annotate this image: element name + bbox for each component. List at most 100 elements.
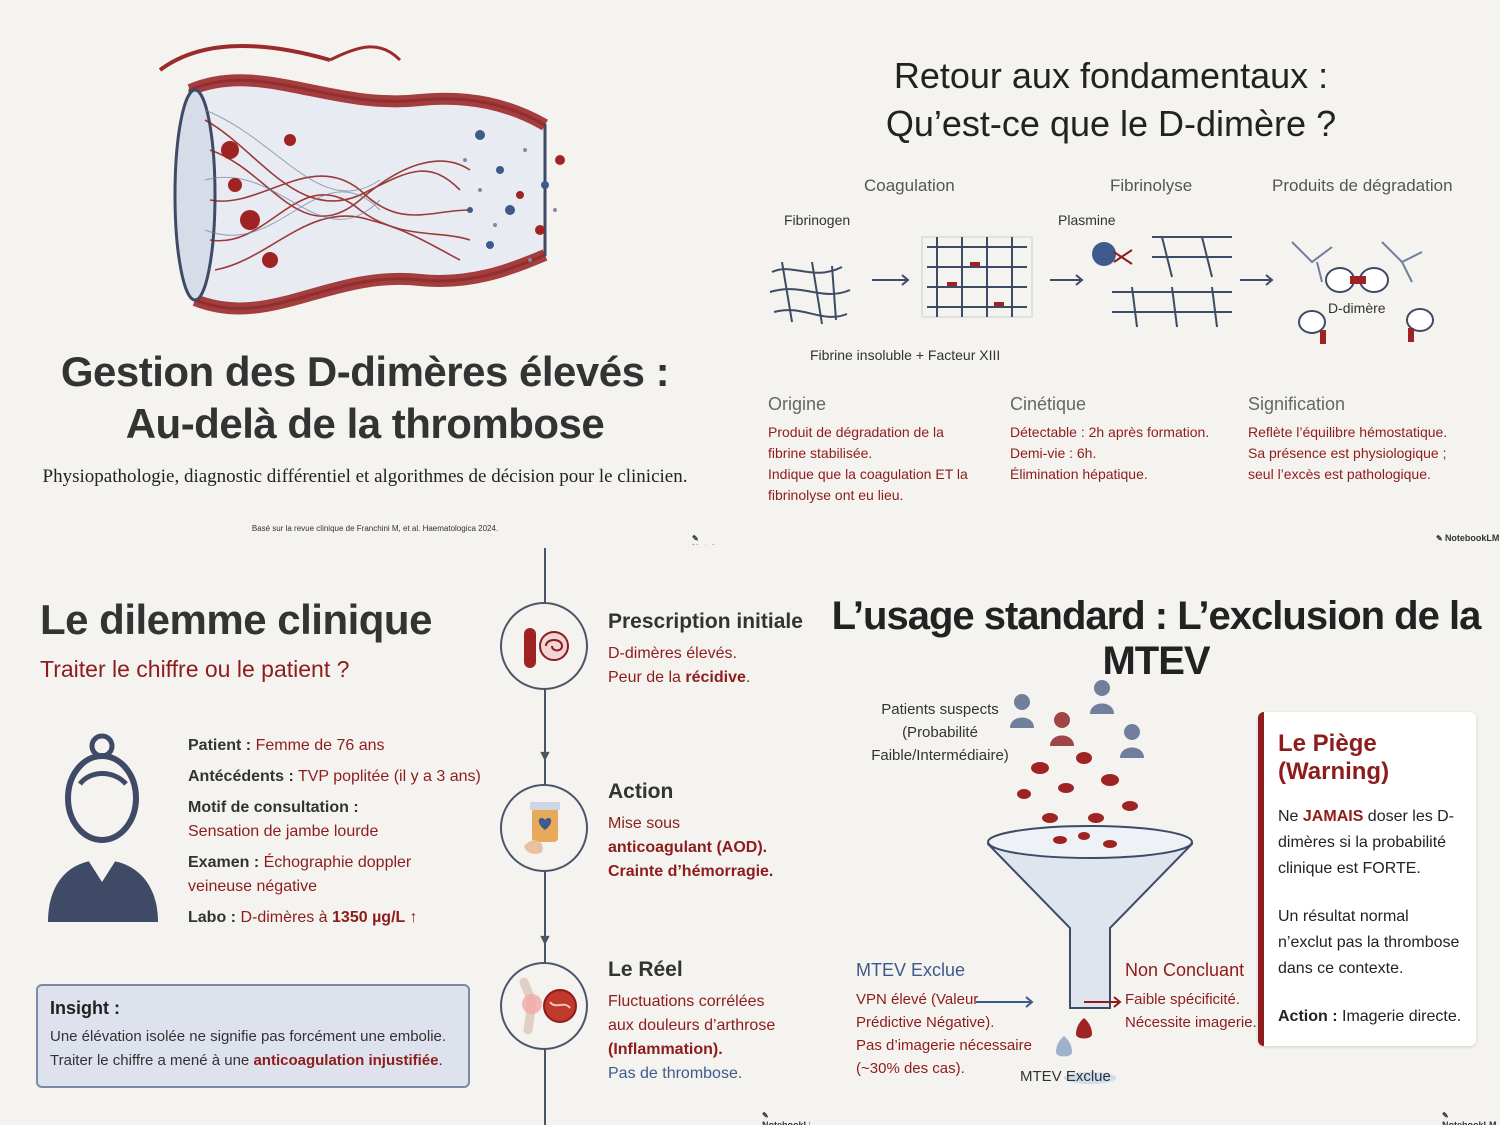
slide1-source: Basé sur la revue clinique de Franchini … xyxy=(251,524,499,533)
warning-para-2: Un résultat normal n’exclut pas la throm… xyxy=(1278,908,1460,977)
insight-line-1: Une élévation isolée ne signifie pas for… xyxy=(50,1028,447,1045)
insight-text-part: . xyxy=(438,1052,443,1069)
cinetique-line: Détectable : 2h après formation. xyxy=(1010,424,1210,440)
examen-line: Examen : Échographie doppler veineuse nég… xyxy=(188,851,411,899)
motif-value: Sensation de jambe lourde xyxy=(188,823,379,840)
slide-mtev-exclusion: L’usage standard : L’exclusion de la MTE… xyxy=(812,548,1500,1125)
step2-line-3: Crainte d’hémorragie. xyxy=(608,863,774,880)
origine-line: fibrine stabilisée. xyxy=(768,445,873,461)
slide1-title: Gestion des D-dimères élevés : Au-delà d… xyxy=(0,346,730,450)
motif-key: Motif de consultation : xyxy=(188,799,359,816)
examen-value: Échographie doppler xyxy=(259,854,412,871)
examen-key: Examen : xyxy=(188,854,260,871)
warning-para-1: Ne JAMAIS doser les D-dimères si la prob… xyxy=(1278,804,1462,882)
origine-heading: Origine xyxy=(768,394,827,414)
step3-text: Fluctuations corrélées aux douleurs d’ar… xyxy=(608,990,775,1086)
brain-tube-icon xyxy=(500,602,588,690)
cinetique-line: Élimination hépatique. xyxy=(1010,466,1148,482)
insight-box: Insight : Une élévation isolée ne signif… xyxy=(36,984,470,1088)
slide3-title: Le dilemme clinique xyxy=(40,596,432,643)
motif-line: Motif de consultation : Sensation de jamb… xyxy=(188,796,378,844)
warning-text-part: doser les D-dimères si la probabilité cl… xyxy=(1278,808,1455,877)
warning-highlight: JAMAIS xyxy=(1302,808,1364,825)
exclue-line: VPN élevé (Valeur xyxy=(856,991,979,1008)
title-line-2: Qu’est-ce que le D-dimère ? xyxy=(885,103,1337,144)
nc-heading: Non Concluant xyxy=(1125,960,1245,980)
step1-line-2: Peur de la récidive. xyxy=(608,666,750,690)
origine-line: Indique que la coagulation ET la xyxy=(768,466,968,482)
patients-label: Patients suspects (Probabilité Faible/In… xyxy=(870,698,1010,767)
label-plasmine: Plasmine xyxy=(1058,212,1116,228)
warning-action-key: Action : xyxy=(1278,1008,1338,1025)
label-fibrine: Fibrine insoluble + Facteur XIII xyxy=(810,347,1001,363)
slide1-subtitle: Physiopathologie, diagnostic différentie… xyxy=(42,466,688,487)
insight-text-part: Traiter le chiffre a mené à une xyxy=(50,1052,254,1069)
fibrin-diagram xyxy=(769,236,1434,344)
insight-line-2: Traiter le chiffre a mené à une anticoag… xyxy=(50,1049,456,1073)
labo-key: Labo : xyxy=(188,909,236,926)
insight-text: Une élévation isolée ne signifie pas for… xyxy=(50,1025,456,1073)
arrow-down-icon: ▼ xyxy=(537,932,553,949)
slide-fundamentals: Retour aux fondamentaux : Qu’est-ce que … xyxy=(732,0,1500,545)
step1-highlight: récidive xyxy=(685,669,746,686)
exclue-text: VPN élevé (Valeur Prédictive Négative). … xyxy=(856,988,1032,1080)
bottom-label: MTEV Exclue xyxy=(1020,1068,1111,1085)
slide-title: Gestion des D-dimères élevés : Au-delà d… xyxy=(0,0,730,545)
patients-line: Faible/Intermédiaire) xyxy=(871,747,1009,764)
signification-heading: Signification xyxy=(1248,394,1346,414)
knee-joint-icon xyxy=(500,962,588,1050)
pill-bottle-icon xyxy=(500,784,588,872)
patient-line: Patient : Femme de 76 ans xyxy=(188,734,385,758)
col-coagulation: Coagulation xyxy=(864,176,955,195)
watermark: NotebookLM xyxy=(1436,533,1500,543)
nc-line: Nécessite imagerie. xyxy=(1125,1014,1257,1031)
labo-number: 1350 µg/L ↑ xyxy=(332,909,418,926)
origine-text: Produit de dégradation de la fibrine sta… xyxy=(768,422,968,506)
vessel-illustration xyxy=(158,44,565,315)
signification-line: seul l’excès est pathologique. xyxy=(1248,466,1431,482)
title-line-1: Retour aux fondamentaux : xyxy=(893,55,1329,96)
cinetique-text: Détectable : 2h après formation. Demi-vi… xyxy=(1010,422,1209,485)
cinetique-line: Demi-vie : 6h. xyxy=(1010,445,1097,461)
signification-line: Sa présence est physiologique ; xyxy=(1248,445,1447,461)
step1-text: D-dimères élevés. Peur de la récidive. xyxy=(608,642,750,690)
slide2-title: Retour aux fondamentaux : Qu’est-ce que … xyxy=(732,52,1490,148)
step3-line-4: Pas de thrombose. xyxy=(608,1065,743,1082)
exclue-line: Pas d’imagerie nécessaire xyxy=(856,1037,1032,1054)
warning-text-part: Ne xyxy=(1278,808,1303,825)
exclue-line: (~30% des cas). xyxy=(856,1060,965,1077)
step1-line-1: D-dimères élevés. xyxy=(608,645,737,662)
patient-value: Femme de 76 ans xyxy=(251,737,385,754)
step2-text: Mise sous anticoagulant (AOD). Crainte d… xyxy=(608,812,773,884)
funnel-illustration xyxy=(986,680,1194,1084)
exclue-heading: MTEV Exclue xyxy=(856,960,966,980)
step3-line-2: aux douleurs d’arthrose xyxy=(608,1017,776,1034)
slide3-subtitle: Traiter le chiffre ou le patient ? xyxy=(40,656,350,682)
warning-card: Le Piège (Warning) Ne JAMAIS doser les D… xyxy=(1258,712,1476,1046)
title-line-2: Au-delà de la thrombose xyxy=(125,400,605,447)
warning-heading: Le Piège (Warning) xyxy=(1278,730,1390,785)
antecedents-key: Antécédents : xyxy=(188,768,294,785)
step1-text-part: . xyxy=(745,669,751,686)
nc-line: Faible spécificité. xyxy=(1125,991,1241,1008)
label-fibrinogen: Fibrinogen xyxy=(784,212,851,228)
arrow-down-icon: ▼ xyxy=(537,748,553,765)
slide4-title: L’usage standard : L’exclusion de la MTE… xyxy=(831,594,1482,683)
exclue-line: Prédictive Négative). xyxy=(856,1014,995,1031)
label-ddimere: D-dimère xyxy=(1328,300,1386,316)
col-produits: Produits de dégradation xyxy=(1272,176,1453,195)
watermark: Notebo xyxy=(692,533,730,545)
step2-line-2: anticoagulant (AOD). xyxy=(608,839,768,856)
examen-value-2: veineuse négative xyxy=(188,878,317,895)
warning-para-3: Action : Imagerie directe. xyxy=(1278,1004,1462,1030)
watermark: NotebookLM xyxy=(1442,1110,1500,1125)
labo-value: D-dimères à xyxy=(236,909,333,926)
step3-heading: Le Réel xyxy=(608,958,683,981)
patient-key: Patient : xyxy=(188,737,252,754)
patient-avatar-icon xyxy=(48,733,158,922)
signification-text: Reflète l’équilibre hémostatique. Sa pré… xyxy=(1248,422,1447,485)
insight-heading: Insight : xyxy=(50,998,120,1018)
slide-dilemma: Le dilemme clinique Traiter le chiffre o… xyxy=(0,548,810,1125)
step2-line-1: Mise sous xyxy=(608,815,681,832)
nc-text: Faible spécificité. Nécessite imagerie. xyxy=(1125,988,1257,1034)
